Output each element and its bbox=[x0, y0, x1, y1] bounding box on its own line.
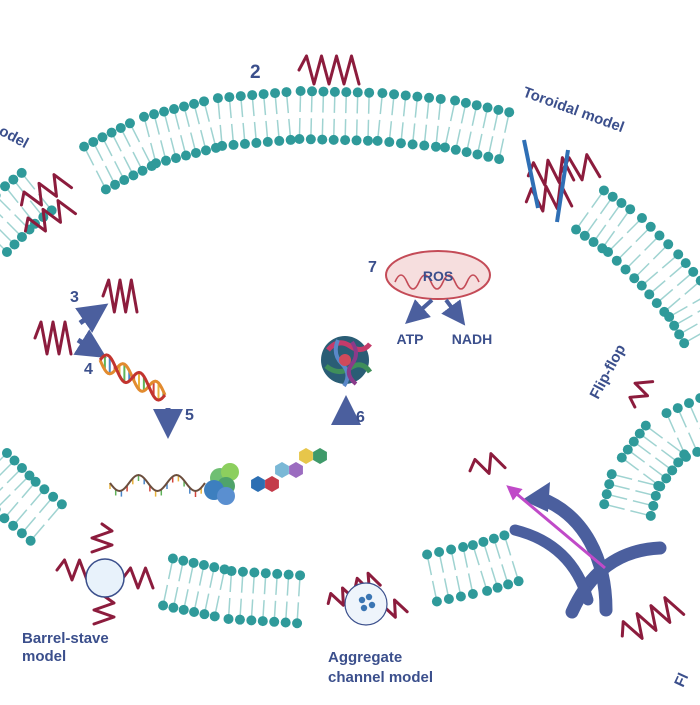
barrel-stave-label-line2: model bbox=[22, 648, 66, 665]
atp-label: ATP bbox=[397, 331, 424, 347]
membrane-left-bottom-segment bbox=[0, 448, 67, 546]
step3-arrow bbox=[80, 312, 96, 323]
step-number-4: 4 bbox=[84, 361, 93, 378]
peptide-helix bbox=[92, 524, 112, 552]
peptide-helix bbox=[35, 322, 71, 354]
membrane-bottom-middle-segment bbox=[158, 554, 305, 629]
peptide-helix bbox=[299, 56, 359, 84]
ribosome-mrna-icon bbox=[110, 463, 239, 505]
step-number-5: 5 bbox=[185, 407, 194, 424]
step-number-3: 3 bbox=[70, 289, 79, 306]
folded-protein-icon bbox=[321, 336, 370, 386]
aggregate-channel-label-line1: Aggregate bbox=[328, 649, 402, 666]
peptide-helix bbox=[524, 182, 571, 213]
arrow-to-nadh bbox=[446, 300, 458, 316]
peptide-helix bbox=[94, 596, 114, 624]
ros-label: ROS bbox=[423, 268, 453, 284]
amino-acid-chain-icon bbox=[251, 448, 327, 492]
step-number-6: 6 bbox=[356, 409, 365, 426]
partial-model-label-right: Fl bbox=[671, 670, 692, 689]
membrane-top-segment bbox=[79, 86, 514, 194]
barrel-stave-label-line1: Barrel-stave bbox=[22, 630, 109, 647]
aggregate-channel-pore bbox=[345, 583, 387, 625]
nadh-label: NADH bbox=[452, 331, 492, 347]
toroidal-model-label: Toroidal model bbox=[521, 84, 627, 136]
dna-helix-icon bbox=[100, 355, 165, 400]
membrane-right-segment bbox=[571, 185, 700, 348]
barrel-stave-pore bbox=[86, 559, 124, 597]
step4-arrow bbox=[78, 340, 94, 350]
arrow-to-atp bbox=[414, 300, 432, 316]
partial-model-label-left: odel bbox=[0, 123, 31, 152]
step-number-7: 7 bbox=[368, 259, 377, 276]
peptide-helix bbox=[627, 376, 652, 410]
membrane-bottom-right-segment bbox=[422, 530, 523, 606]
membrane-flipflop-segment bbox=[599, 393, 700, 521]
step-number-2: 2 bbox=[250, 62, 261, 83]
peptide-helix bbox=[467, 451, 505, 480]
flip-flop-label: Flip-flop bbox=[587, 342, 630, 402]
peptide-helix bbox=[57, 560, 87, 580]
peptide-helix bbox=[616, 594, 683, 647]
aggregate-channel-label-line2: channel model bbox=[328, 669, 433, 686]
peptide-helix bbox=[103, 280, 137, 312]
peptide-helix bbox=[123, 568, 153, 588]
